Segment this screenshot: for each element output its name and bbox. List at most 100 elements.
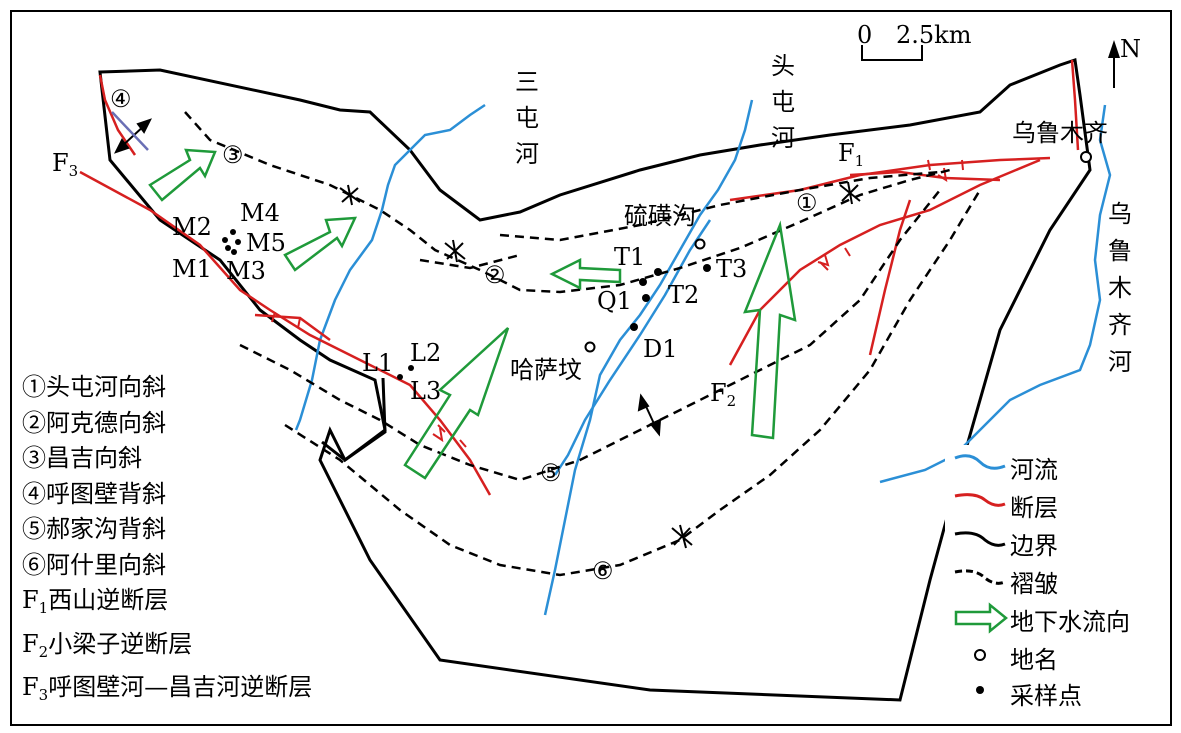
toutunhe-river	[543, 99, 754, 616]
label-t2: T2	[668, 281, 700, 309]
legend-boundary-icon	[954, 531, 1006, 547]
gw-arrow-3	[549, 257, 622, 291]
fold-marker-3: ③	[222, 141, 244, 169]
legend-fold-6: ⑥阿什里向斜	[22, 550, 166, 579]
gw-arrow-5	[403, 327, 510, 480]
label-m1: M1	[172, 255, 212, 283]
fold-axis-marks	[339, 181, 861, 549]
sample-d1	[630, 323, 638, 331]
toutunhe-tributary	[553, 219, 712, 476]
sample-t2	[654, 268, 662, 276]
label-m2: M2	[172, 213, 212, 241]
fault-f3	[79, 170, 492, 496]
fault-f1	[729, 156, 1051, 202]
legend-place-label: 地名	[1010, 646, 1058, 674]
fault-f3-label: F3	[52, 149, 79, 180]
fold-3	[184, 111, 951, 294]
fault-f2-branch	[868, 199, 912, 356]
fault-f2-label: F2	[710, 379, 737, 410]
fold-marker-1: ①	[796, 189, 818, 217]
legend-groundwater-icon	[954, 602, 1008, 634]
fold-1	[499, 170, 941, 242]
legend-fault-label: 断层	[1010, 494, 1058, 522]
faults	[79, 59, 1080, 496]
sample-m5	[235, 239, 241, 245]
label-t3: T3	[716, 255, 748, 283]
legend-place-icon	[974, 649, 986, 661]
gw-arrow-4	[743, 220, 797, 440]
urumqi-place-marker	[1080, 151, 1092, 163]
gw-arrow-2	[283, 216, 358, 272]
legend-sample-icon	[976, 686, 984, 694]
label-d1: D1	[643, 335, 678, 363]
sample-points	[222, 229, 711, 380]
urumqi-river-label-a: 乌鲁木齐河	[1107, 196, 1133, 381]
sample-m1	[225, 245, 231, 251]
scale-bar	[861, 45, 923, 61]
fault-ne	[1070, 59, 1080, 151]
fold-marker-4: ④	[110, 85, 132, 113]
fold-marker-6: ⑥	[592, 557, 614, 585]
fault-f1-branch	[849, 170, 1001, 182]
legend-fold-label: 褶皱	[1010, 570, 1058, 598]
groundwater-arrows	[148, 148, 797, 480]
urumqi-river-label: 乌鲁木齐河	[1108, 200, 1132, 376]
legend-fold-4: ④呼图壁背斜	[22, 479, 166, 508]
scale-zero: 0	[857, 21, 873, 49]
legend-fault-f2: F2小梁子逆断层	[22, 629, 193, 661]
fault-f1-label: F1	[838, 139, 865, 170]
legend-fold-1: ①头屯河向斜	[22, 373, 166, 401]
santunhe-river	[294, 103, 486, 431]
urumqi-place-label: 乌鲁木齐	[1012, 119, 1108, 147]
place-markers	[584, 151, 1092, 353]
map-frame	[10, 10, 1172, 726]
fault-f2	[728, 158, 1041, 366]
toutunhe-label: 头屯河	[771, 52, 795, 152]
legend-fault-icon	[954, 493, 1006, 507]
anticline-arrows	[111, 111, 662, 437]
sample-l1	[397, 374, 403, 380]
folds	[184, 111, 982, 577]
fold-5	[239, 189, 941, 482]
label-l2: L2	[410, 339, 442, 367]
legend-fold-5: ⑤郝家沟背斜	[22, 515, 166, 543]
santunhe-label: 三屯河	[515, 68, 539, 168]
hasafen-place-marker	[584, 341, 596, 353]
legend-sample-label: 采样点	[1010, 682, 1082, 710]
label-t1: T1	[614, 243, 646, 271]
label-l1: L1	[362, 349, 394, 377]
legend-groundwater-label: 地下水流向	[1010, 608, 1130, 636]
fold-marker-2: ②	[484, 261, 506, 289]
hasafen-label: 哈萨坟	[510, 356, 582, 384]
label-m3: M3	[226, 257, 266, 285]
north-arrow-icon	[1108, 40, 1120, 88]
fold-2	[419, 253, 521, 270]
sample-t1	[639, 278, 647, 286]
sample-m3	[231, 249, 237, 255]
fold-6	[284, 189, 982, 577]
legend-fold-icon	[954, 569, 1006, 585]
sample-m4	[230, 229, 236, 235]
label-m4: M4	[240, 199, 280, 227]
label-m5: M5	[246, 229, 286, 257]
legend-symbols	[945, 445, 1165, 715]
legend-fold-3: ③昌吉向斜	[22, 444, 142, 472]
liuhuanggou-label: 硫磺沟	[624, 202, 696, 230]
sample-m2	[222, 237, 228, 243]
label-l3: L3	[410, 377, 442, 405]
legend-river-icon	[954, 454, 1006, 470]
legend-fault-f1: F1西山逆断层	[22, 586, 169, 617]
sample-t3	[703, 264, 711, 272]
sample-q1	[642, 294, 650, 302]
fold-marker-5: ⑤	[540, 459, 562, 487]
legend-frame	[945, 445, 1165, 715]
legend-fault-f3: F3呼图壁河—昌吉河逆断层	[22, 673, 313, 704]
legend-fold-2: ②阿克德向斜	[22, 408, 166, 437]
fold-legend: ①头屯河向斜 ②阿克德向斜 ③昌吉向斜 ④呼图壁背斜 ⑤郝家沟背斜 ⑥阿什里向斜…	[22, 370, 312, 714]
label-q1: Q1	[597, 287, 632, 315]
north-label: N	[1120, 35, 1141, 63]
liuhuanggou-place-marker	[694, 238, 706, 250]
boundary-inner-notch	[321, 377, 387, 462]
gw-arrow-1	[148, 148, 217, 202]
